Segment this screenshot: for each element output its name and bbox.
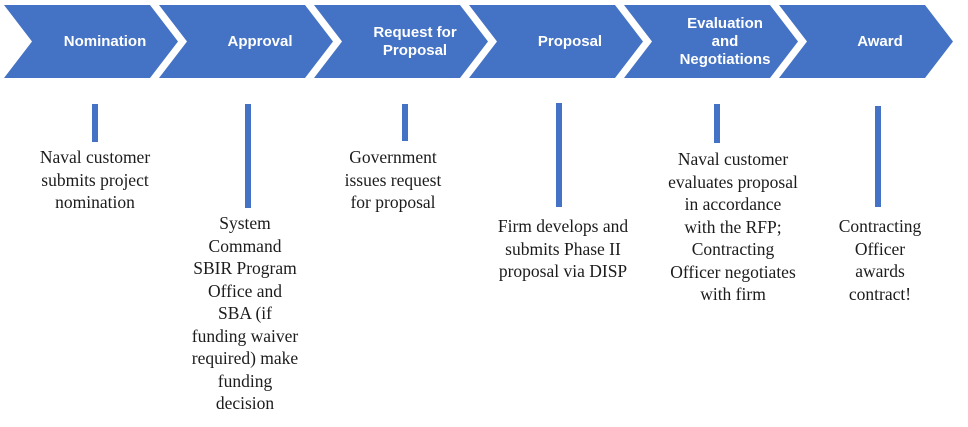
chevron-shape-rfp	[314, 5, 488, 78]
chevron-shapes	[4, 5, 953, 78]
connector-bar-rfp	[402, 104, 408, 141]
step-description-proposal: Firm develops and submits Phase II propo…	[497, 216, 629, 281]
step-description-approval: System Command SBIR Program Office and S…	[191, 213, 299, 413]
chevron-shape-award	[779, 5, 953, 78]
chevron-band	[0, 5, 968, 78]
connector-bar-award	[875, 106, 881, 207]
chevron-shape-evaluation	[624, 5, 798, 78]
step-description-nomination: Naval customer submits project nominatio…	[39, 147, 151, 212]
chevron-shape-approval	[159, 5, 333, 78]
step-description-evaluation: Naval customer evaluates proposal in acc…	[668, 149, 798, 304]
step-description-award: Contracting Officer awards contract!	[838, 216, 922, 304]
connector-bar-proposal	[556, 103, 562, 207]
step-description-rfp: Government issues request for proposal	[344, 147, 442, 212]
connector-bar-evaluation	[714, 104, 720, 143]
chevron-shape-nomination	[4, 5, 178, 78]
connector-bar-nomination	[92, 104, 98, 142]
chevron-shape-proposal	[469, 5, 643, 78]
connector-bar-approval	[245, 104, 251, 208]
